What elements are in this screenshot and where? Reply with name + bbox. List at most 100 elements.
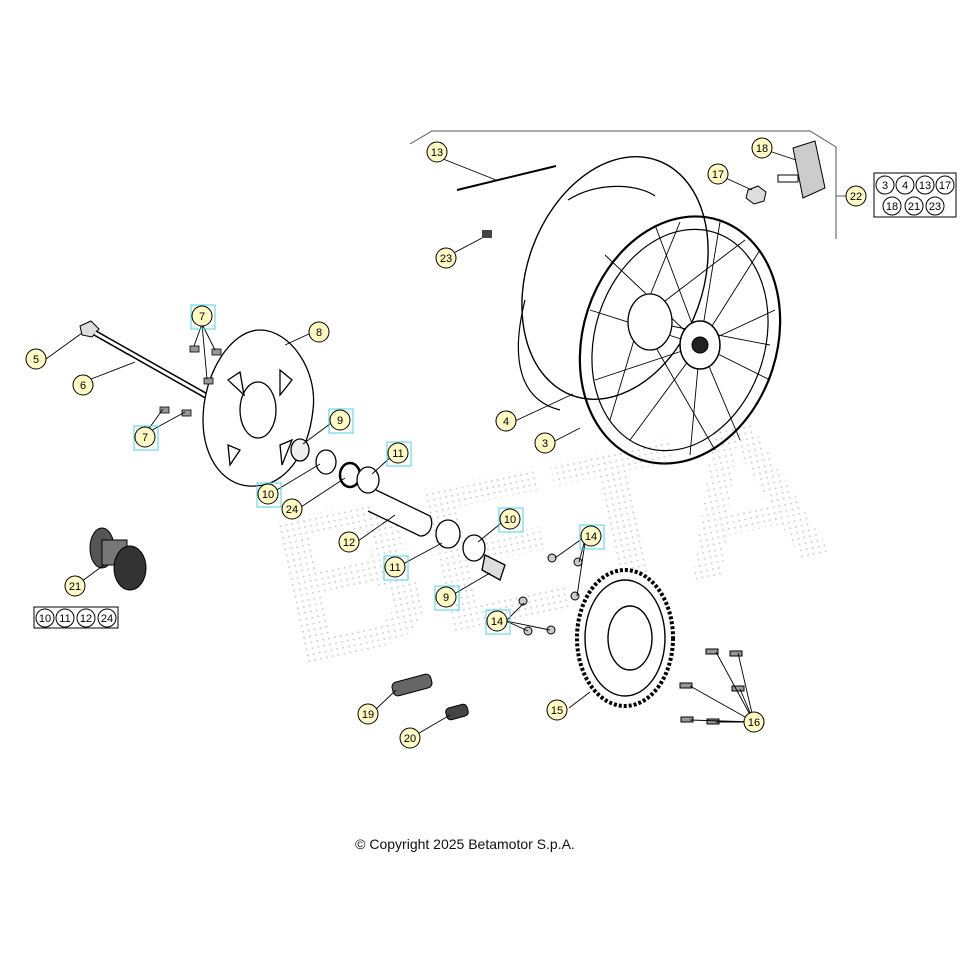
callout-circle	[426, 141, 448, 163]
callout-label: 15	[551, 705, 563, 717]
callout-22: 22	[845, 185, 867, 207]
callout-circle	[25, 348, 47, 370]
callout-14: 14	[485, 609, 511, 635]
kit_22-item: 21	[904, 196, 924, 216]
rim-band-18	[777, 140, 826, 199]
nipple-23	[482, 230, 492, 238]
callout-label: 11	[392, 448, 403, 460]
callout-12: 12	[338, 531, 360, 553]
spacer-9a	[290, 438, 310, 462]
callout-label: 7	[199, 311, 205, 323]
callout-label: 17	[712, 169, 724, 181]
spacer-tube-12	[367, 489, 433, 537]
sprocket-15	[575, 568, 675, 708]
svg-text:11: 11	[59, 613, 70, 625]
callout-6: 6	[72, 374, 94, 396]
callout-3: 3	[534, 432, 556, 454]
callout-label: 9	[443, 592, 449, 604]
callout-circle	[743, 711, 765, 733]
callout-label: 22	[850, 191, 862, 203]
callout-circle	[495, 410, 517, 432]
callouts: 3456778991010111112131414151617181920212…	[25, 137, 867, 749]
callout-circle	[72, 374, 94, 396]
rear-wheel	[517, 156, 782, 465]
svg-text:24: 24	[101, 613, 113, 625]
callout-circle	[329, 409, 351, 431]
bearing-11b	[435, 519, 461, 549]
svg-text:13: 13	[919, 180, 931, 192]
callout-label: 7	[142, 432, 148, 444]
callout-label: 5	[33, 354, 39, 366]
callout-23: 23	[435, 247, 457, 269]
callout-4: 4	[495, 410, 517, 432]
svg-text:21: 21	[908, 201, 920, 213]
callout-17: 17	[707, 163, 729, 185]
callout-label: 16	[748, 717, 760, 729]
callout-circle	[338, 531, 360, 553]
callout-10: 10	[498, 507, 524, 533]
callout-label: 10	[262, 489, 274, 501]
svg-text:10: 10	[39, 613, 51, 625]
kit-21-table: 10 11 12 24	[33, 606, 119, 629]
callout-20: 20	[399, 727, 421, 749]
tyre-tread	[517, 185, 656, 411]
callout-9: 9	[434, 585, 460, 611]
callout-circle	[308, 321, 330, 343]
callout-15: 15	[546, 699, 568, 721]
hub-21	[89, 527, 147, 591]
nut-17	[745, 185, 767, 205]
callout-circle	[845, 185, 867, 207]
kit_22-item: 23	[925, 196, 945, 216]
callout-circle	[399, 727, 421, 749]
callout-14: 14	[579, 524, 605, 550]
callout-label: 11	[389, 562, 400, 574]
chain-link-19	[391, 673, 433, 697]
callout-circle	[257, 483, 279, 505]
callout-label: 24	[286, 504, 298, 516]
seal-10a	[315, 449, 337, 475]
callout-label: 4	[503, 416, 509, 428]
callout-11: 11	[386, 441, 412, 467]
callout-10: 10	[256, 482, 282, 508]
svg-text:18: 18	[886, 201, 898, 213]
kit_22-item: 13	[915, 175, 935, 195]
kit_22-item: 4	[895, 175, 915, 195]
callout-label: 6	[80, 380, 86, 392]
rim-inner	[591, 228, 769, 452]
callout-16: 16	[743, 711, 765, 733]
callout-circle	[486, 610, 508, 632]
callout-13: 13	[426, 141, 448, 163]
callout-circle	[64, 575, 86, 597]
kit_21-item: 11	[55, 608, 75, 628]
sprocket-bolts-16	[679, 648, 745, 725]
callout-18: 18	[751, 137, 773, 159]
callout-circle	[499, 508, 521, 530]
callout-circle	[387, 442, 409, 464]
callout-circle	[191, 305, 213, 327]
callout-circle	[546, 699, 568, 721]
callout-circle	[134, 426, 156, 448]
callout-label: 12	[343, 537, 355, 549]
callout-circle	[751, 137, 773, 159]
callout-circle	[580, 525, 602, 547]
bearings-and-spacers	[290, 438, 506, 581]
callout-label: 20	[404, 733, 416, 745]
brake-disc-8	[202, 329, 315, 487]
callout-24: 24	[281, 498, 303, 520]
callout-5: 5	[25, 348, 47, 370]
callout-circle	[707, 163, 729, 185]
callout-label: 19	[362, 709, 374, 721]
callout-circle	[384, 556, 406, 578]
callout-label: 18	[756, 143, 768, 155]
callout-label: 9	[337, 415, 343, 427]
callout-label: 13	[431, 147, 443, 159]
callout-8: 8	[308, 321, 330, 343]
copyright-notice: © Copyright 2025 Betamotor S.p.A.	[355, 836, 575, 852]
rim-outer	[578, 215, 782, 465]
callout-label: 3	[542, 438, 548, 450]
spacer-9b	[481, 554, 506, 581]
callout-circle	[435, 586, 457, 608]
svg-text:12: 12	[80, 613, 92, 625]
svg-text:23: 23	[929, 201, 941, 213]
